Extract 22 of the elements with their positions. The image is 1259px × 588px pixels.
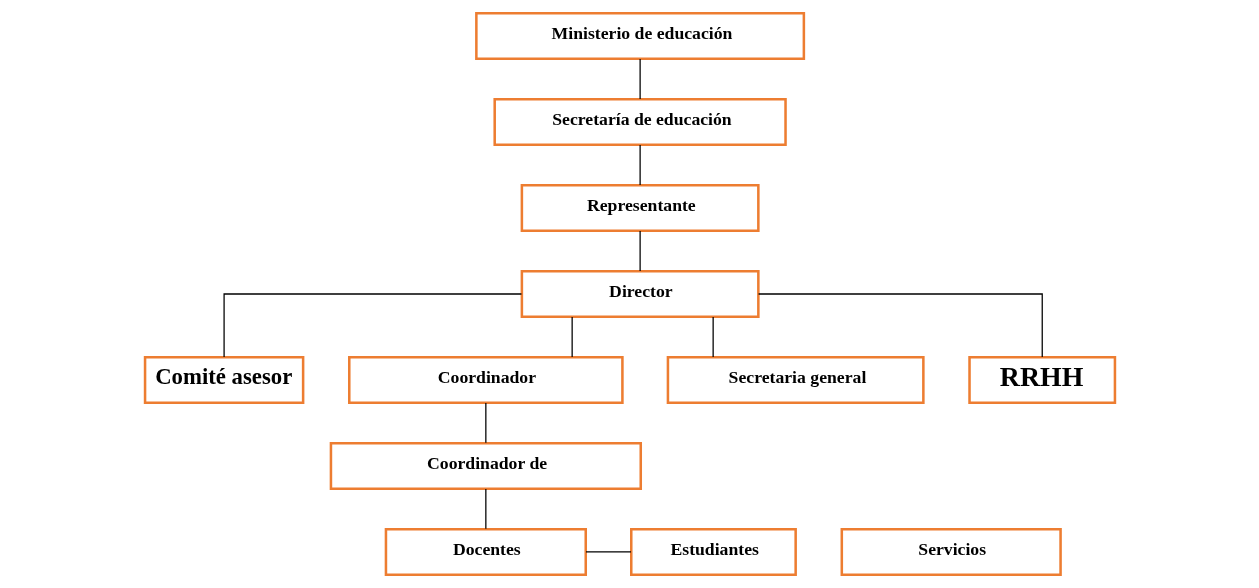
connector bbox=[484, 488, 486, 530]
node-box: Secretaría de educación bbox=[492, 98, 787, 147]
node-box: Director bbox=[520, 269, 760, 319]
connector bbox=[757, 293, 1043, 358]
node-box: Servicios bbox=[840, 527, 1062, 576]
node-box: Representante bbox=[520, 184, 760, 233]
node-box: Secretaria general bbox=[666, 355, 925, 404]
connector bbox=[484, 402, 486, 444]
connector bbox=[584, 551, 632, 553]
connector bbox=[639, 144, 641, 186]
connector bbox=[222, 293, 522, 358]
connector bbox=[571, 316, 573, 358]
connector bbox=[639, 230, 641, 272]
node-box: Coordinador de bbox=[329, 441, 642, 490]
node-box: Comité asesor bbox=[143, 355, 304, 404]
node-box: Coordinador bbox=[347, 355, 624, 404]
connector bbox=[639, 58, 641, 100]
node-box: Estudiantes bbox=[629, 527, 797, 576]
node-box: Docentes bbox=[384, 527, 587, 576]
connector bbox=[712, 316, 714, 358]
node-box: RRHH bbox=[967, 355, 1116, 404]
node-box: Ministerio de educación bbox=[474, 12, 805, 61]
